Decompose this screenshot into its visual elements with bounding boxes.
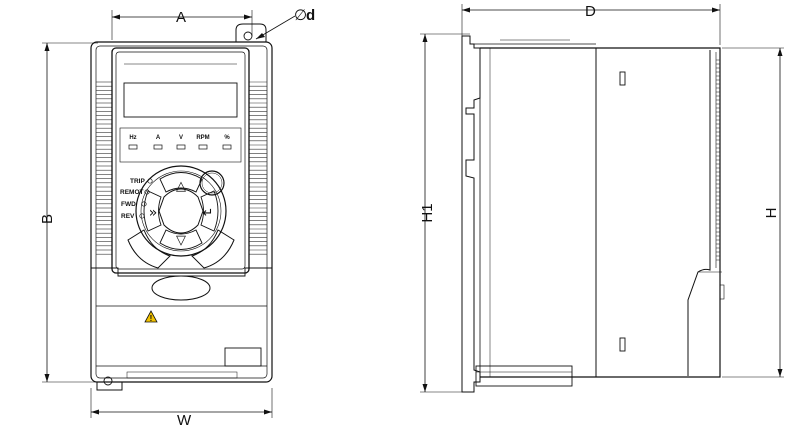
indicator-hz: Hz [129,135,136,141]
side-housing [461,35,725,393]
dimension-b-label: B [39,214,56,224]
led-percent [222,144,232,150]
side-view: D H1 H [419,3,784,393]
dimension-h: H [722,47,784,378]
status-fwd: FWD [121,201,136,208]
enter-icon: ↵ [203,206,214,221]
indicator-rpm: RPM [196,135,209,141]
led-hz [128,144,138,150]
navigation-keypad: △ ▽ » ↵ [127,165,235,269]
indicator-v: V [179,135,183,141]
hole-diameter-label: d [306,7,315,24]
led-v [176,144,186,150]
hole-diameter-prefix: ∅ [294,7,307,24]
front-view: A ∅ d B W [39,7,315,429]
led-rpm [198,144,208,150]
hole-diameter-callout: ∅ d [255,7,315,40]
dimension-w-label: W [177,412,192,429]
bottom-latch [619,337,626,352]
dimension-d: D [461,3,721,45]
run-key[interactable] [127,229,171,269]
knob-button[interactable] [199,170,225,196]
dimension-w: W [90,388,273,429]
dimension-a-label: A [176,9,186,26]
dimension-a: A [111,9,253,40]
indicator-a: A [156,135,161,141]
shift-icon: » [149,205,158,221]
stop-key[interactable] [191,229,235,269]
status-trip: TRIP [130,178,145,185]
keypad-panel: Hz A V RPM % TRIP REMOT FWD REV [111,47,250,274]
shift-key[interactable] [143,190,162,232]
indicator-percent: % [224,135,230,141]
status-remot: REMOT [120,189,144,196]
down-key[interactable] [159,229,203,250]
status-rev: REV [121,213,135,220]
dimension-b: B [39,42,100,383]
dimension-h1-label: H1 [419,203,436,222]
down-arrow-icon: ▽ [176,233,186,248]
enter-key[interactable] [200,190,219,232]
up-key[interactable] [159,172,203,193]
nameplate [224,347,262,367]
side-fins [716,59,720,261]
indicator-row: Hz A V RPM % [128,135,232,150]
up-arrow-icon: △ [176,179,186,194]
led-a [153,144,163,150]
warning-mark: ! [150,314,153,323]
lcd-display [123,82,238,118]
left-vent-fins [96,81,112,255]
dimension-h-label: H [763,208,780,219]
top-latch [619,71,626,86]
right-vent-fins [249,81,267,255]
oval-window [151,275,211,301]
dimension-d-label: D [585,3,596,20]
warning-icon: ! [144,310,158,323]
center-key[interactable] [158,188,204,234]
